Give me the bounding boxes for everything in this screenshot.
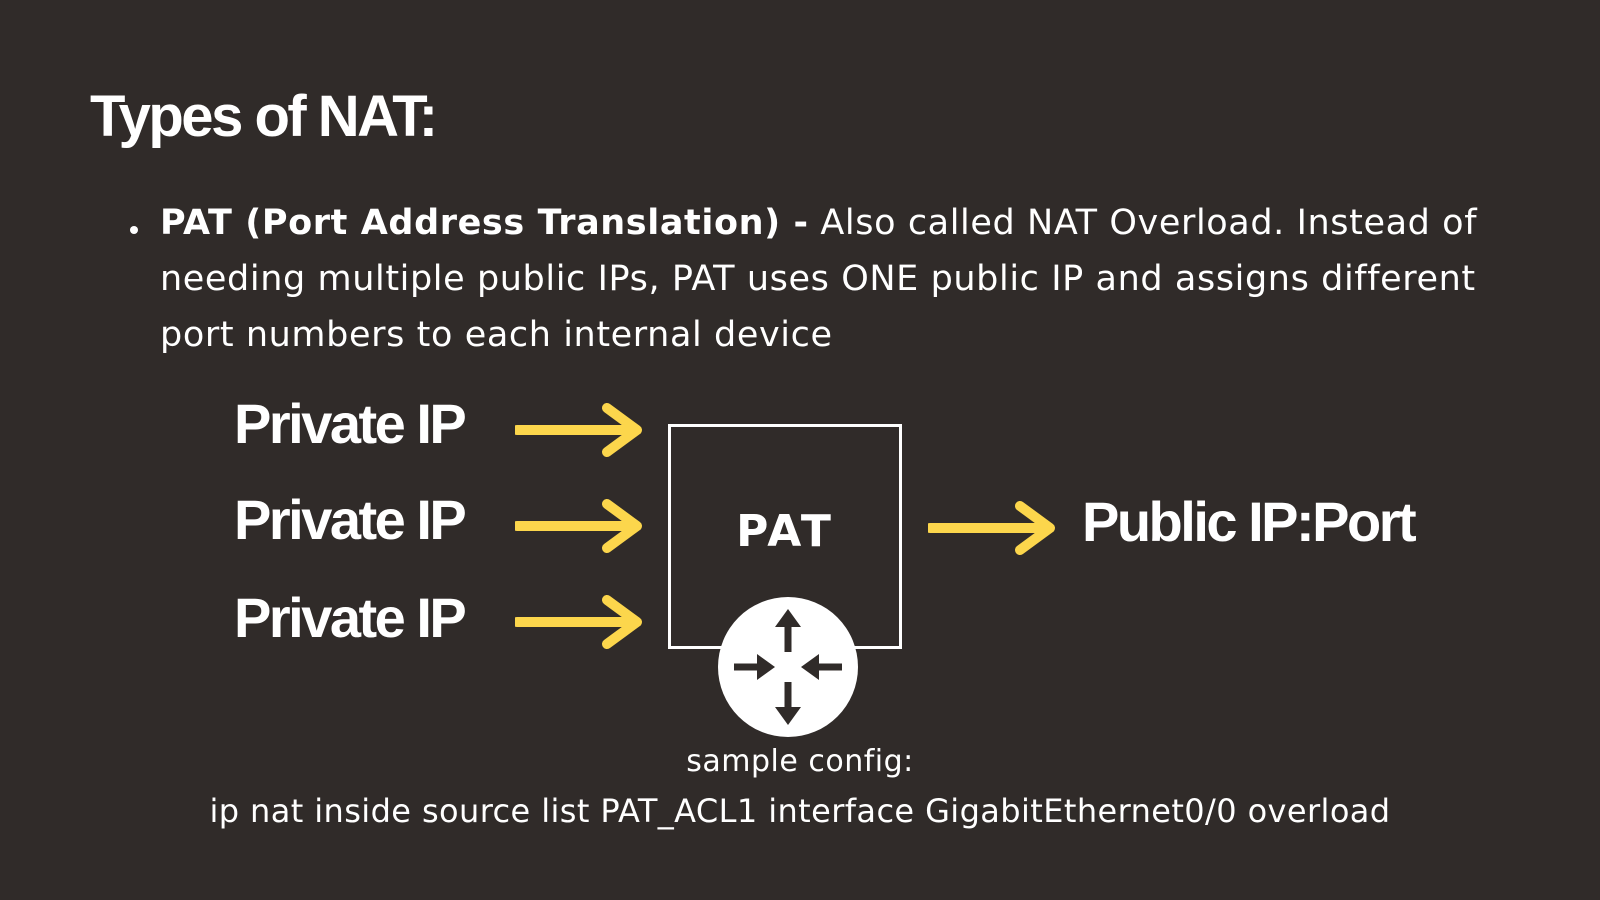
slide-title: Types of NAT: bbox=[90, 84, 438, 149]
pat-bullet: PAT (Port Address Translation) - Also ca… bbox=[130, 195, 1510, 363]
bullet-description: Also called NAT Overload. Instead of nee… bbox=[160, 203, 1478, 355]
arrow-right-icon bbox=[515, 403, 642, 457]
private-ip-label-1: Private IP bbox=[234, 392, 467, 455]
arrow-right-icon bbox=[515, 595, 642, 649]
private-ip-label-3: Private IP bbox=[234, 586, 467, 649]
bullet-term: PAT (Port Address Translation) - bbox=[160, 203, 809, 243]
arrow-right-icon bbox=[515, 499, 642, 553]
private-ip-label-2: Private IP bbox=[234, 488, 467, 551]
config-command: ip nat inside source list PAT_ACL1 inter… bbox=[209, 792, 1391, 830]
public-ip-port-label: Public IP:Port bbox=[1082, 490, 1417, 553]
arrow-right-icon bbox=[928, 501, 1055, 555]
bullet-text: PAT (Port Address Translation) - Also ca… bbox=[160, 195, 1510, 363]
config-label: sample config: bbox=[686, 744, 914, 779]
bullet-dot bbox=[130, 226, 138, 234]
router-icon bbox=[718, 597, 858, 737]
pat-box-label: PAT bbox=[736, 506, 834, 557]
